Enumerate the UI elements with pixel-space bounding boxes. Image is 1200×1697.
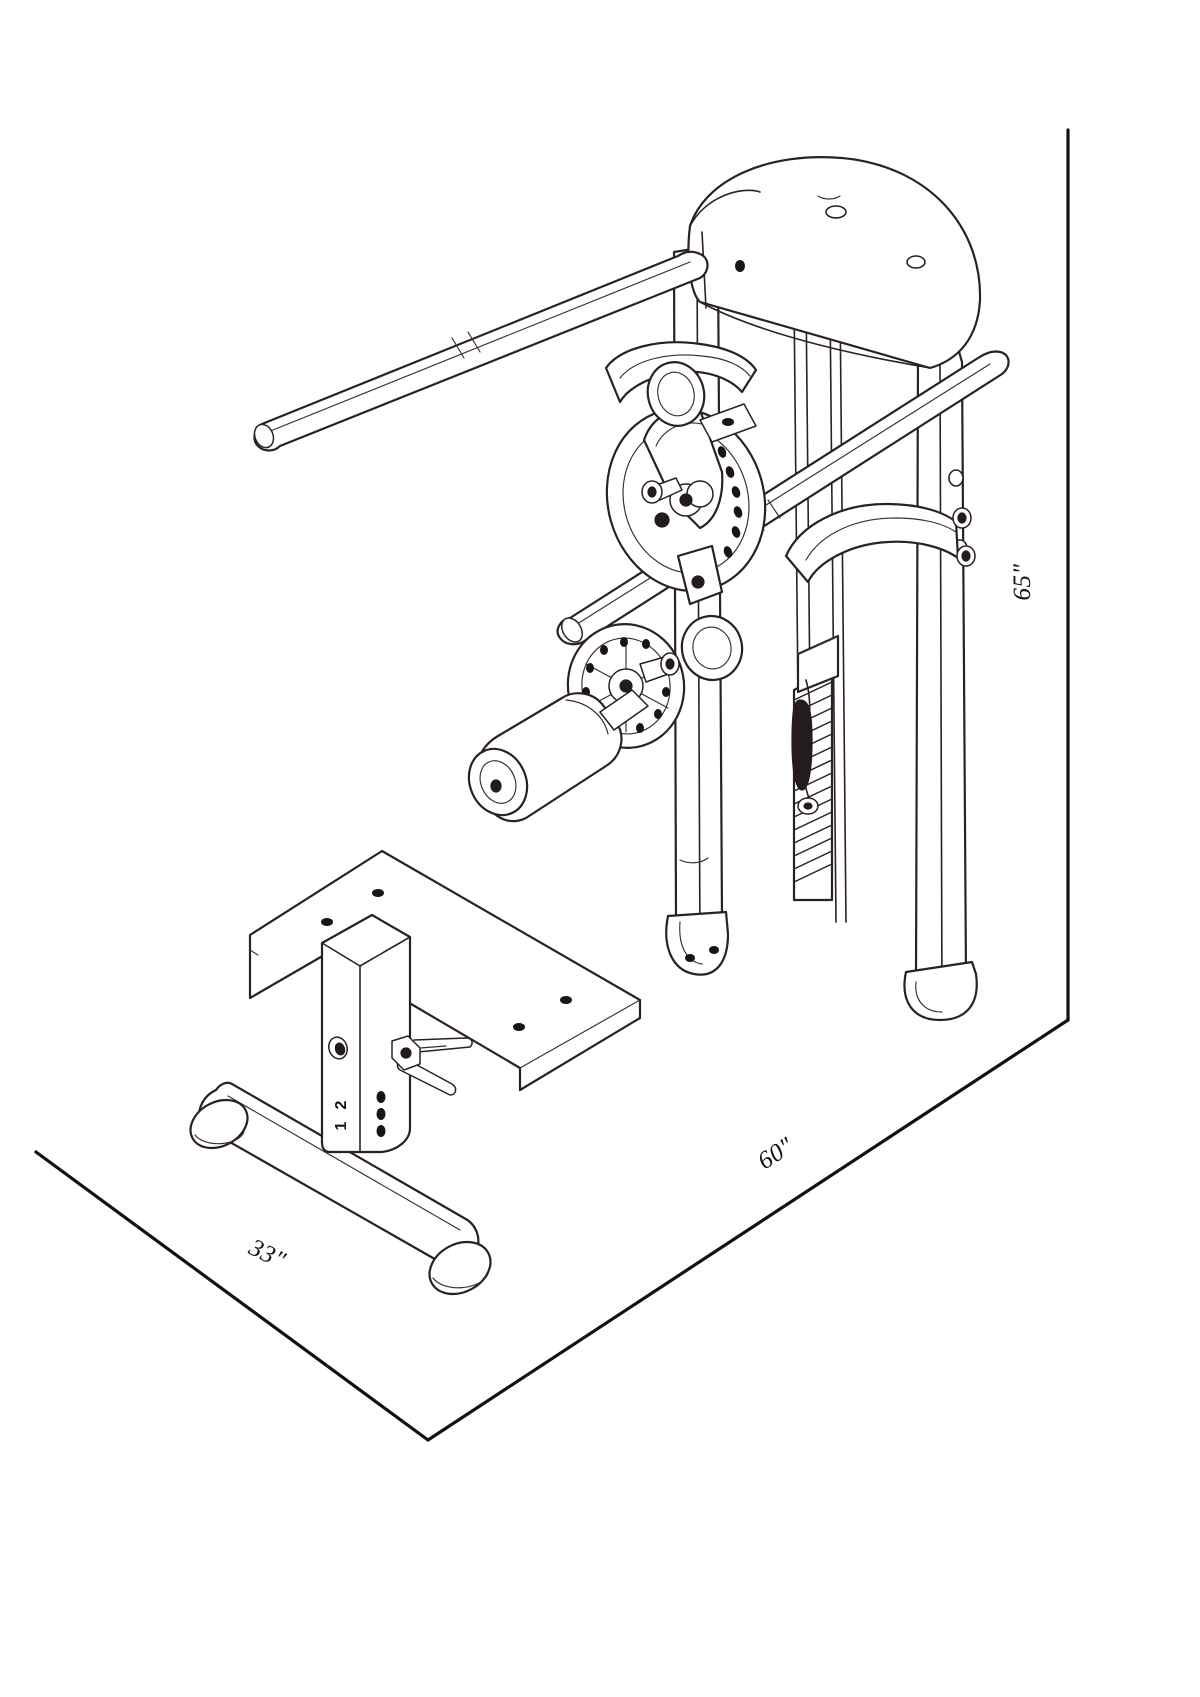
floor-glide-front <box>189 1098 249 1150</box>
cam-pulley-lower <box>566 614 744 749</box>
roller-pad <box>467 689 649 823</box>
handle-grip <box>784 502 976 584</box>
top-shroud <box>687 156 982 370</box>
cam-hole-arc <box>717 446 743 558</box>
selector-pin <box>791 679 819 815</box>
selector-mark-2: 2 <box>333 1100 350 1109</box>
dimension-label-height: 65" <box>1009 564 1036 601</box>
handle-bar-left <box>253 250 709 452</box>
floor-glide-rear <box>428 1240 492 1296</box>
dimension-label-width: 33" <box>244 1234 290 1275</box>
dimension-label-depth: 60" <box>753 1132 799 1175</box>
pop-pin-lever <box>391 1035 473 1096</box>
cam-pulley-upper <box>605 361 767 606</box>
adjust-post: 2 1 <box>320 913 412 1154</box>
selector-mark-1: 1 <box>333 1121 350 1130</box>
floor-envelope <box>34 128 1070 1442</box>
rear-upright <box>903 346 978 1022</box>
weight-stack <box>791 634 840 902</box>
weight-plates <box>793 681 833 883</box>
foot-platform <box>248 849 642 1092</box>
